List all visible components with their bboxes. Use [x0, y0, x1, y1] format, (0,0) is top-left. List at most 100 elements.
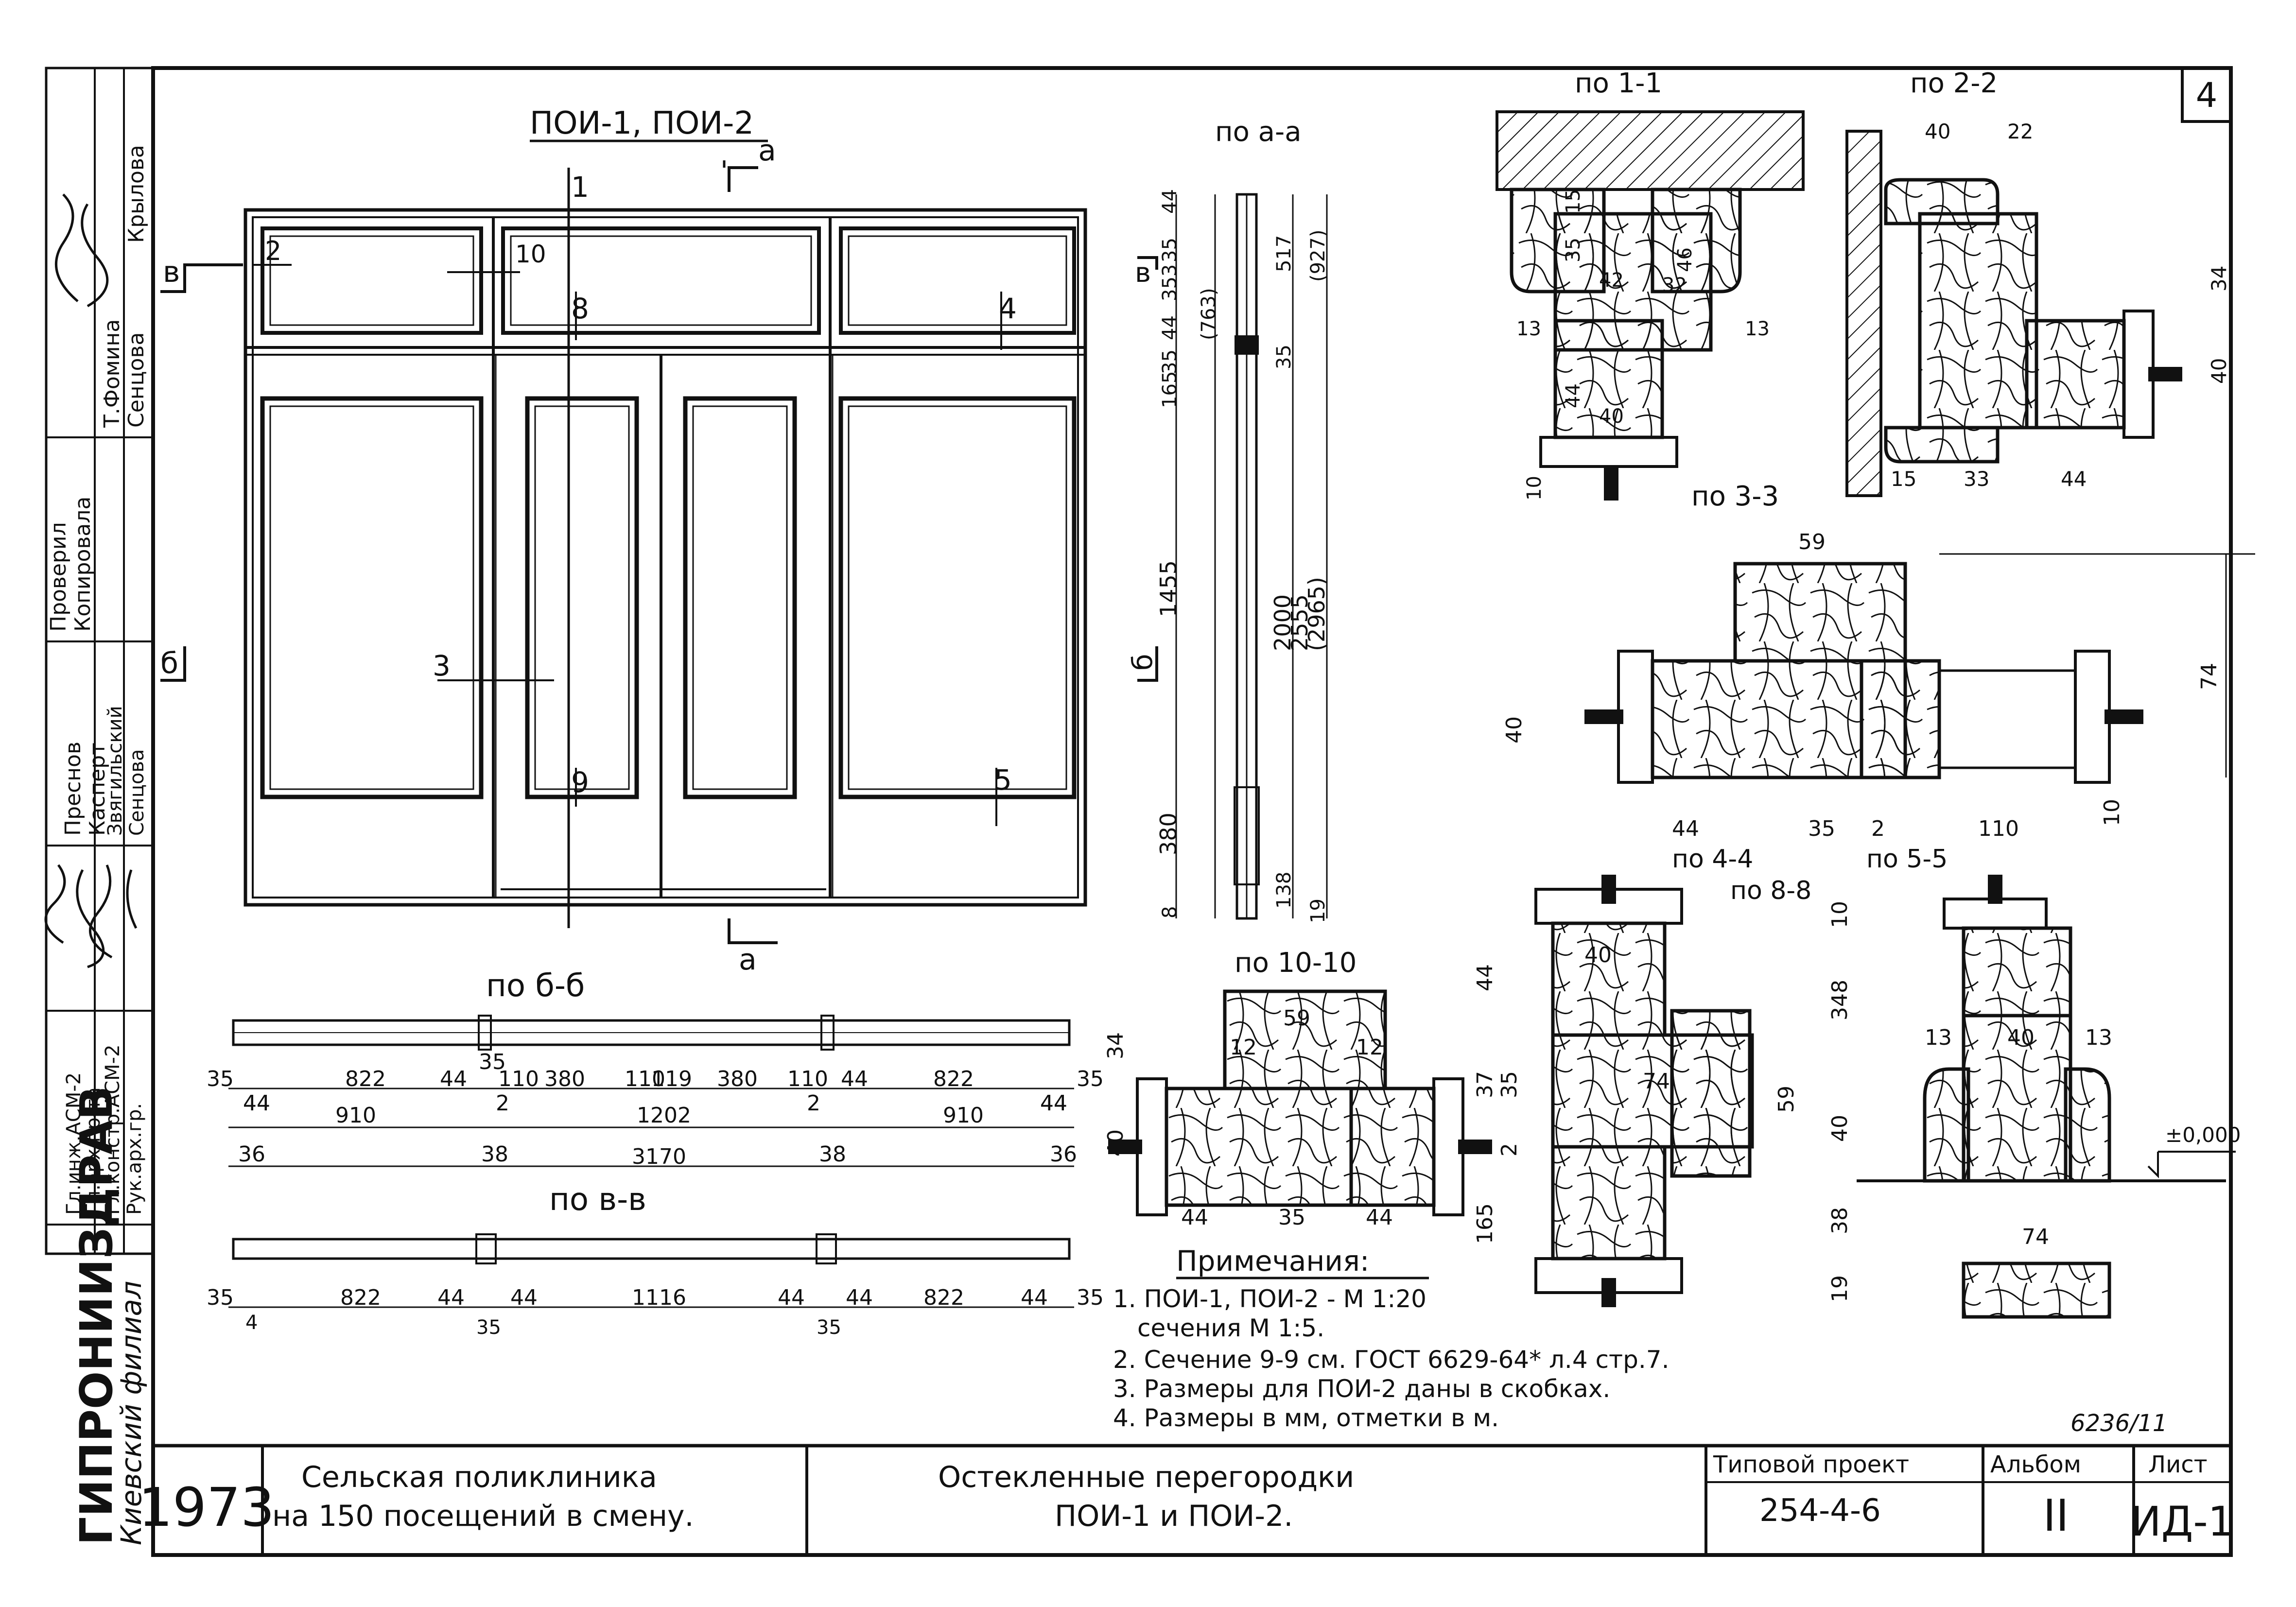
svg-text:35: 35 — [1273, 345, 1295, 369]
sheet-label: Лист — [2148, 1451, 2208, 1478]
svg-text:34: 34 — [2207, 266, 2231, 292]
elevation: ПОИ-1, ПОИ-2 а а в — [160, 105, 1087, 977]
svg-text:110: 110 — [625, 1067, 665, 1091]
svg-text:15: 15 — [1562, 189, 1584, 214]
section-aa: по а-а 44 35 353 44 35 165 1455 380 8 51… — [1127, 116, 1330, 923]
svg-text:822: 822 — [923, 1285, 964, 1310]
cut-v-label: в — [163, 255, 180, 289]
section-88: по 8-8 44 40 74 37 35 59 2 165 — [1473, 875, 1811, 1307]
svg-text:40: 40 — [2007, 1025, 2035, 1050]
section-aa-dims-left: 44 35 353 44 35 165 1455 380 8 — [1155, 189, 1182, 918]
svg-text:44: 44 — [1181, 1205, 1208, 1230]
svg-text:35: 35 — [1077, 1285, 1104, 1310]
svg-text:110: 110 — [498, 1067, 539, 1091]
section-1010: по 10-10 34 59 12 12 40 44 35 44 — [1103, 947, 1492, 1230]
svg-text:4: 4 — [245, 1312, 258, 1334]
project-label: Типовой проект — [1713, 1451, 1909, 1478]
note-2: 2. Сечение 9-9 см. ГОСТ 6629-64* л.4 стр… — [1113, 1346, 1669, 1374]
stamp-name-3: Звягильский — [104, 706, 126, 836]
svg-text:44: 44 — [1159, 315, 1181, 340]
notes: Примечания: 1. ПОИ-1, ПОИ-2 - М 1:20 сеч… — [1113, 1244, 2167, 1437]
plan-vv: по в-в 35 822 44 44 1116 44 44 822 44 35… — [207, 1182, 1104, 1339]
project-value: 254-4-6 — [1759, 1493, 1881, 1529]
plan-bb-title: по б-б — [486, 968, 585, 1004]
section-aa-cut-v: в — [1135, 257, 1151, 289]
section-1010-title: по 10-10 — [1235, 947, 1357, 979]
tag-8: 8 — [571, 292, 589, 325]
svg-text:59: 59 — [1774, 1086, 1799, 1113]
section-11-title: по 1-1 — [1575, 68, 1662, 99]
section-aa-dims-right: (927) 2555 (2965) 19 — [1287, 229, 1330, 923]
svg-text:35: 35 — [479, 1050, 506, 1074]
tag-9: 9 — [571, 766, 589, 799]
section-aa-title: по а-а — [1215, 116, 1302, 148]
svg-text:35: 35 — [207, 1067, 234, 1091]
stamp-role-4: Рук.арх.гр. — [123, 1103, 146, 1215]
plan-bb-row3: 36 38 3170 38 36 — [238, 1142, 1077, 1169]
title-drawing-1: Остекленные перегородки — [938, 1460, 1354, 1494]
svg-text:822: 822 — [933, 1067, 974, 1091]
svg-text:36: 36 — [1050, 1142, 1077, 1167]
side-stamp: Гл.инж.АСМ-2 Гл.арх.пр-та Гл.констр.АСМ-… — [44, 67, 155, 1545]
svg-text:13: 13 — [1516, 318, 1541, 340]
title-block: 1973 Сельская поликлиника на 150 посещен… — [139, 1444, 2234, 1555]
tag-10: 10 — [515, 240, 546, 268]
svg-text:165: 165 — [1159, 371, 1181, 408]
svg-text:59: 59 — [1283, 1006, 1310, 1031]
svg-text:40: 40 — [1925, 120, 1950, 143]
stamp-name-2: Касперт — [85, 743, 110, 836]
section-11: по 1-1 15 35 42 32 46 13 13 44 40 10 — [1496, 68, 1805, 501]
svg-text:35: 35 — [476, 1316, 501, 1339]
svg-text:44: 44 — [2061, 467, 2087, 491]
plan-vv-row1: 35 822 44 44 1116 44 44 822 44 35 — [207, 1285, 1104, 1310]
svg-text:380: 380 — [544, 1067, 585, 1091]
stamp-name-4: Сенцова — [126, 749, 148, 836]
stamp-role-1: Гл.инж.АСМ-2 — [63, 1072, 85, 1215]
section-55: по 5-5 ±0,000 10 348 13 40 13 40 38 74 1… — [1827, 845, 2241, 1319]
signature-scribbles — [44, 193, 138, 968]
svg-text:44: 44 — [437, 1285, 465, 1310]
svg-text:38: 38 — [481, 1142, 508, 1167]
cut-a-bottom: а — [739, 943, 757, 977]
svg-text:40: 40 — [1584, 943, 1612, 968]
svg-text:380: 380 — [1155, 812, 1182, 855]
svg-text:35: 35 — [1159, 349, 1181, 374]
svg-text:35: 35 — [207, 1285, 234, 1310]
svg-text:2000: 2000 — [1270, 594, 1296, 651]
svg-text:35: 35 — [1159, 238, 1181, 262]
svg-text:40: 40 — [1502, 716, 1527, 743]
notes-heading: Примечания: — [1176, 1244, 1369, 1278]
elevation-title: ПОИ-1, ПОИ-2 — [530, 105, 754, 141]
svg-text:38: 38 — [819, 1142, 846, 1167]
svg-text:37: 37 — [1473, 1071, 1497, 1098]
svg-text:74: 74 — [2022, 1225, 2049, 1249]
svg-text:44: 44 — [841, 1067, 868, 1091]
svg-text:40: 40 — [1827, 1115, 1852, 1142]
svg-text:44: 44 — [1672, 816, 1699, 841]
tag-5: 5 — [994, 763, 1012, 796]
section-22: по 2-2 40 22 34 40 15 33 44 — [1845, 68, 2231, 497]
svg-text:44: 44 — [243, 1091, 270, 1116]
svg-text:44: 44 — [1040, 1091, 1067, 1116]
svg-text:110: 110 — [1978, 816, 2019, 841]
svg-text:1455: 1455 — [1155, 560, 1182, 617]
svg-text:74: 74 — [1643, 1069, 1670, 1094]
section-33-title: по 3-3 — [1691, 481, 1779, 512]
section-33: по 3-3 59 74 40 44 35 2 110 10 по 4-4 — [1502, 481, 2255, 874]
plan-vv-row2: 4 35 35 — [245, 1312, 841, 1339]
svg-text:35: 35 — [1808, 816, 1835, 841]
note-3: 3. Размеры для ПОИ-2 даны в скобках. — [1113, 1375, 1610, 1403]
svg-text:380: 380 — [717, 1067, 758, 1091]
svg-text:517: 517 — [1273, 235, 1295, 272]
section-88-title: по 8-8 — [1730, 876, 1811, 905]
section-55-dims: 10 348 13 40 13 40 38 74 19 — [1827, 901, 2112, 1302]
svg-text:(2965): (2965) — [1304, 577, 1330, 651]
svg-text:40: 40 — [1103, 1129, 1128, 1157]
stamp-name-6: Сенцова — [124, 332, 149, 428]
plan-bb-row2: 44 910 2 1202 2 910 44 — [243, 1091, 1067, 1128]
svg-text:13: 13 — [1925, 1025, 1952, 1050]
svg-text:19: 19 — [1827, 1275, 1852, 1302]
section-1010-dims: 34 59 12 12 40 44 35 44 — [1103, 1006, 1393, 1230]
cut-a-top: а — [758, 134, 776, 168]
